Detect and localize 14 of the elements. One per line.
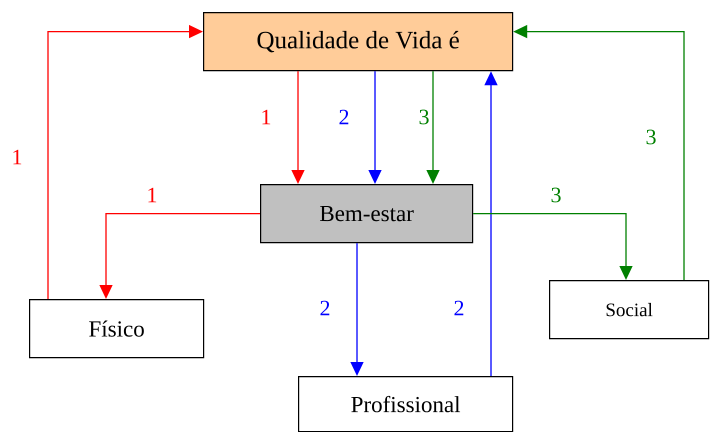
edge-label: 3 (418, 108, 430, 126)
edge-label: 1 (260, 108, 272, 126)
box: Físico (29, 299, 204, 358)
box: Profissional (298, 376, 514, 432)
box: Qualidade de Vida é (203, 12, 514, 72)
edge-label: 3 (644, 128, 658, 146)
edge-label: 1 (146, 186, 158, 204)
edge-label: 2 (452, 300, 466, 316)
edge-label: 1 (10, 148, 24, 166)
edge-label: 2 (338, 108, 350, 126)
box: Social (549, 280, 710, 340)
edge-label: 3 (550, 186, 562, 204)
edge-label: 2 (318, 300, 332, 316)
box: Bem-estar (260, 184, 474, 244)
